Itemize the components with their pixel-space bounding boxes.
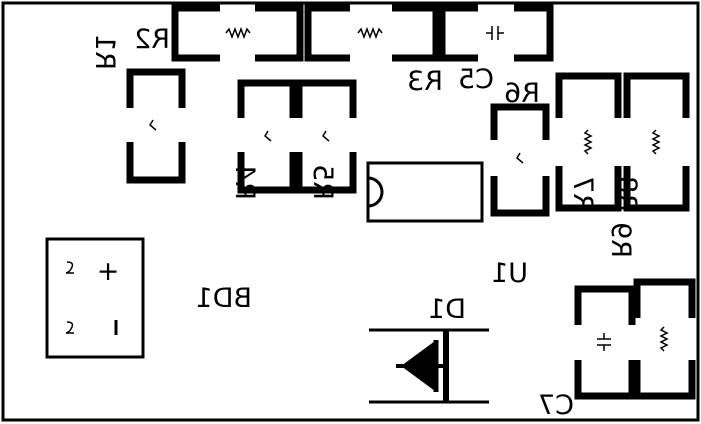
label-c5: C5	[458, 64, 494, 95]
label-u1: U1	[491, 258, 528, 289]
component-r6	[490, 103, 550, 217]
label-r4: R4	[229, 164, 260, 200]
component-r2	[171, 4, 304, 62]
label-r9: R9	[605, 222, 636, 258]
label-r2: R2	[134, 24, 170, 55]
component-r1	[126, 68, 186, 184]
component-c5	[438, 4, 554, 62]
label-r3: R3	[407, 66, 443, 97]
label-bd1: BD1	[196, 283, 253, 314]
component-c7	[574, 285, 636, 400]
component-r8	[623, 72, 690, 212]
label-r7: R7	[567, 176, 598, 212]
component-r3	[304, 4, 440, 62]
component-d1	[369, 328, 489, 404]
component-r9	[633, 278, 696, 400]
component-r5	[295, 79, 357, 194]
label-r8: R8	[611, 176, 642, 212]
label-r5: R5	[307, 164, 338, 200]
label-r1: R1	[89, 34, 120, 70]
bd1-plus-symbol: +	[97, 256, 120, 287]
component-r7	[555, 72, 622, 212]
label-r6: R6	[504, 78, 540, 109]
component-r4	[237, 79, 297, 194]
component-bd1: +	[45, 237, 145, 359]
label-c7: C7	[538, 390, 574, 421]
component-u1	[366, 161, 484, 223]
label-d1: D1	[428, 294, 466, 325]
